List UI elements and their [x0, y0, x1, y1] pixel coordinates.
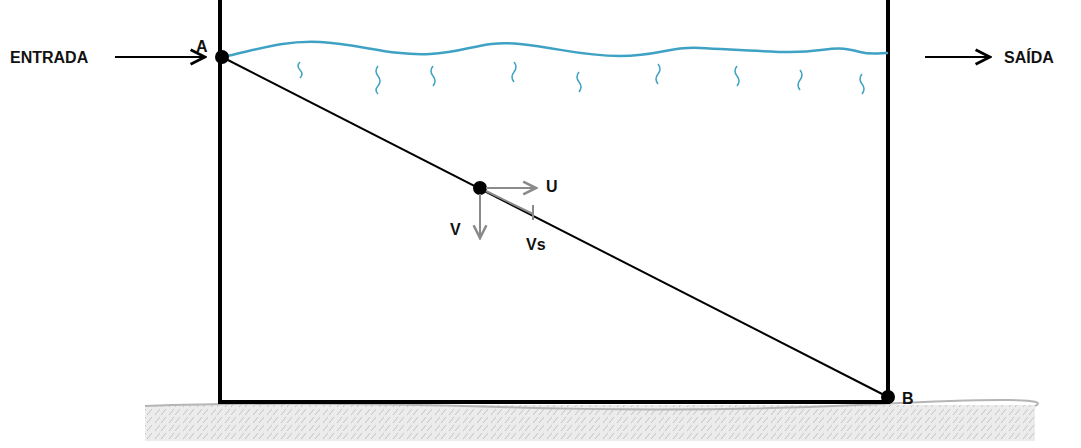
ground-hatch: [145, 405, 1035, 441]
velocity-vector: [486, 187, 536, 189]
velocity-vector: [486, 191, 533, 214]
point-label: B: [902, 390, 914, 408]
outlet-label: SAÍDA: [1004, 49, 1054, 67]
ground: [145, 405, 1035, 441]
point-dot: [881, 390, 895, 404]
flow-arrow: [925, 56, 990, 58]
particle-trajectory: [222, 57, 888, 397]
velocity-tick: [532, 205, 534, 220]
tank-wall: [220, 0, 888, 402]
point-label: A: [196, 38, 208, 56]
velocity-label: U: [546, 178, 558, 196]
velocity-vector: [479, 194, 481, 238]
velocity-label: Vs: [526, 236, 546, 254]
point-dot: [215, 50, 229, 64]
particle-dot: [473, 181, 487, 195]
flow-arrow: [115, 56, 205, 58]
water-surface: [222, 42, 888, 57]
water-ripples: [298, 62, 864, 94]
inlet-label: ENTRADA: [10, 49, 88, 67]
velocity-label: V: [450, 221, 461, 239]
